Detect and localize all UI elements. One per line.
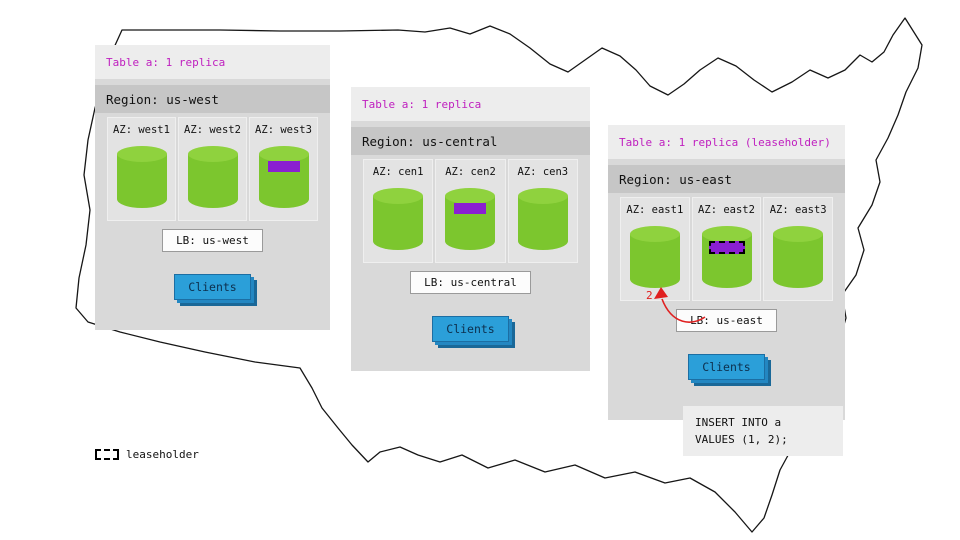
az-row: AZ: cen1 AZ: cen2 AZ: cen3: [363, 159, 578, 263]
database-cylinder-icon: [187, 146, 238, 208]
az-label: AZ: cen1: [372, 166, 424, 178]
legend: leaseholder: [95, 448, 199, 461]
table-header-bar: Table a: 1 replica: [351, 87, 590, 121]
leaseholder-swatch-icon: [95, 449, 119, 460]
az-row: AZ: west1 AZ: west2 AZ: west3: [107, 117, 318, 221]
az-cell-cen1: AZ: cen1: [363, 159, 434, 263]
az-cell-west3: AZ: west3: [249, 117, 318, 221]
az-label: AZ: east3: [769, 204, 827, 216]
table-header-label: Table a: 1 replica (leaseholder): [619, 135, 831, 149]
az-cell-west1: AZ: west1: [107, 117, 176, 221]
load-balancer-label: LB: us-west: [176, 234, 249, 247]
leaseholder-replica-marker: [708, 241, 745, 254]
database-cylinder-icon: [373, 188, 424, 250]
clients-button[interactable]: Clients: [688, 354, 765, 380]
sql-query-line: VALUES (1, 2);: [695, 433, 788, 447]
az-label: AZ: cen3: [517, 166, 569, 178]
sql-query-line: INSERT INTO a: [695, 416, 782, 429]
region-label: Region: us-west: [106, 91, 219, 107]
region-panel-us-west: Table a: 1 replica Region: us-west AZ: w…: [95, 45, 330, 330]
clients-row: Clients: [95, 274, 330, 300]
step-number-label: 2: [646, 289, 653, 302]
az-label: AZ: west3: [255, 124, 312, 136]
az-cell-east1: AZ: east1: [620, 197, 690, 301]
region-panel-us-central: Table a: 1 replica Region: us-central AZ…: [351, 87, 590, 371]
az-cell-cen2: AZ: cen2: [435, 159, 506, 263]
az-label: AZ: west2: [184, 124, 241, 136]
load-balancer-label: LB: us-central: [424, 276, 517, 289]
region-label: Region: us-east: [619, 171, 732, 187]
table-header-bar: Table a: 1 replica (leaseholder): [608, 125, 845, 159]
az-label: AZ: east1: [626, 204, 684, 216]
database-cylinder-icon: [445, 188, 496, 250]
load-balancer-box: LB: us-west: [162, 229, 263, 252]
clients-button[interactable]: Clients: [174, 274, 251, 300]
clients-row: Clients: [351, 316, 590, 342]
load-balancer-box: LB: us-central: [410, 271, 531, 294]
database-cylinder-icon: [773, 226, 824, 288]
database-cylinder-icon: [517, 188, 568, 250]
clients-row: Clients: [608, 354, 845, 380]
region-header-bar: Region: us-west: [95, 85, 330, 113]
region-header-bar: Region: us-east: [608, 165, 845, 193]
az-row: AZ: east1 AZ: east2 AZ: east3: [620, 197, 834, 301]
replica-marker: [454, 203, 487, 214]
load-balancer-box: LB: us-east: [676, 309, 777, 332]
region-label: Region: us-central: [362, 133, 498, 149]
table-header-label: Table a: 1 replica: [106, 55, 226, 69]
legend-label: leaseholder: [126, 448, 199, 461]
region-header-bar: Region: us-central: [351, 127, 590, 155]
az-cell-cen3: AZ: cen3: [507, 159, 578, 263]
database-cylinder-icon: [116, 146, 167, 208]
load-balancer-label: LB: us-east: [690, 314, 763, 327]
az-cell-east3: AZ: east3: [763, 197, 834, 301]
table-header-bar: Table a: 1 replica: [95, 45, 330, 79]
database-cylinder-icon: [701, 226, 752, 288]
replica-marker: [267, 161, 300, 172]
sql-query-box: INSERT INTO a VALUES (1, 2);: [683, 406, 843, 457]
az-cell-east2: AZ: east2: [691, 197, 762, 301]
table-header-label: Table a: 1 replica: [362, 97, 482, 111]
database-cylinder-icon: [258, 146, 309, 208]
az-label: AZ: east2: [698, 204, 755, 216]
az-label: AZ: west1: [113, 124, 170, 136]
database-cylinder-icon: [629, 226, 680, 288]
az-label: AZ: cen2: [445, 166, 496, 178]
az-cell-west2: AZ: west2: [178, 117, 247, 221]
region-panel-us-east: Table a: 1 replica (leaseholder) Region:…: [608, 125, 845, 420]
clients-button[interactable]: Clients: [432, 316, 509, 342]
